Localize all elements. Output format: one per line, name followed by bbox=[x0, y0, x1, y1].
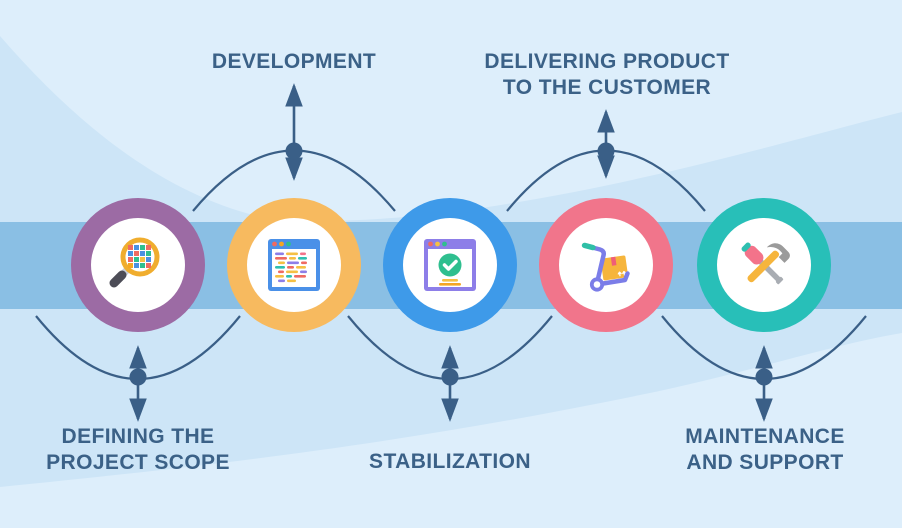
approved-window-icon bbox=[424, 239, 476, 291]
stage-circle-inner bbox=[717, 218, 811, 312]
stage-label-development: DEVELOPMENT bbox=[211, 50, 377, 73]
code-lines bbox=[275, 252, 307, 283]
stage-circle-inner bbox=[91, 218, 185, 312]
stage-circle-development bbox=[227, 198, 361, 332]
node-dot-maintenance bbox=[755, 368, 773, 386]
node-dot-stabilization bbox=[441, 368, 459, 386]
stage-circle-defining-project-scope bbox=[71, 198, 205, 332]
code-window-icon bbox=[268, 239, 320, 291]
check-mark bbox=[442, 259, 458, 271]
magnifier-grid-icon bbox=[109, 237, 160, 288]
hammer bbox=[747, 243, 790, 283]
stage-label-stabilization: STABILIZATION bbox=[369, 450, 531, 473]
node-dot-development bbox=[285, 142, 303, 160]
tools-icon bbox=[741, 242, 790, 285]
stage-circle-inner bbox=[559, 218, 653, 312]
pixel-grid bbox=[128, 245, 151, 268]
background-top-blob bbox=[0, 0, 902, 221]
node-dot-delivering bbox=[597, 142, 615, 160]
stage-circle-delivering-product bbox=[539, 198, 673, 332]
stage-circle-inner bbox=[403, 218, 497, 312]
package-box bbox=[600, 255, 629, 281]
background-bottom-blob bbox=[0, 333, 902, 528]
delivery-trolley-icon bbox=[581, 242, 630, 292]
check-badge bbox=[438, 253, 462, 277]
trolley-frame bbox=[581, 242, 630, 292]
stage-label-delivering-product: DELIVERING PRODUCT TO THE CUSTOMER bbox=[484, 50, 730, 99]
trolley-wheel bbox=[589, 277, 605, 292]
stage-circle-maintenance-support bbox=[697, 198, 831, 332]
node-dot-defining bbox=[129, 368, 147, 386]
stage-circle-inner bbox=[247, 218, 341, 312]
stage-label-maintenance-support: MAINTENANCE AND SUPPORT bbox=[685, 425, 845, 474]
stage-label-defining-project-scope: DEFINING THE PROJECT SCOPE bbox=[46, 425, 230, 474]
stage-circle-stabilization bbox=[383, 198, 517, 332]
